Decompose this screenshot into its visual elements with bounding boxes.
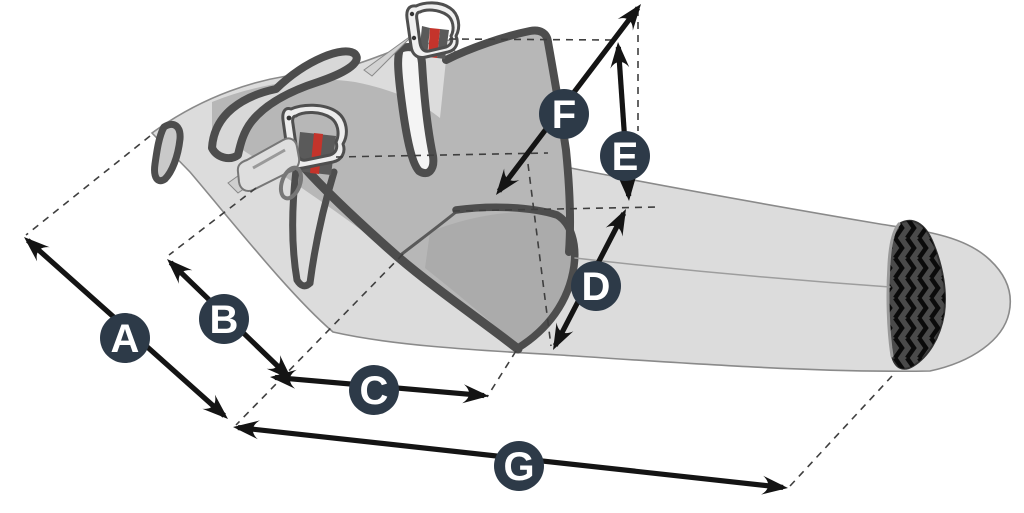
dimension-badge-F: F — [539, 89, 589, 139]
handle-loop — [208, 47, 361, 163]
badge-letter-E: E — [612, 135, 639, 179]
deck-tip-guide — [25, 135, 151, 236]
pod-seam-line — [574, 257, 891, 288]
seat-point-guide — [486, 350, 517, 398]
shoulder-wing-edge — [442, 26, 574, 256]
left-strap-slot — [151, 121, 184, 185]
seat-inner-shade — [425, 211, 575, 348]
foot-plate-highlight — [886, 222, 901, 358]
buckle-slot — [252, 148, 286, 170]
seat-corner-guide — [235, 253, 404, 426]
hem-level-guide — [452, 206, 661, 212]
leg-strap-vslot-right — [306, 168, 338, 287]
badge-letter-B: B — [210, 298, 239, 342]
tail-drop-guide — [789, 375, 893, 487]
upper-carabiner-pin — [411, 35, 417, 41]
upper-carabiner-hinge — [409, 11, 415, 17]
carabiner-mid-guide — [335, 152, 549, 158]
dimension-badge-G: G — [494, 441, 544, 491]
badge-letter-A: A — [111, 317, 140, 361]
buckle-wire-loop — [278, 165, 304, 201]
badge-letter-D: D — [582, 265, 611, 309]
dimension-badge-B: B — [199, 294, 249, 344]
seat-seam-line — [396, 210, 458, 259]
dimension-badge-E: E — [600, 131, 650, 181]
middle-strap-slot — [394, 43, 438, 178]
guide-lines — [25, 9, 893, 487]
badge-letter-G: G — [503, 445, 534, 489]
strap-anchor-guide — [168, 187, 257, 256]
badge-letter-F: F — [552, 93, 576, 137]
lower-carabiner-hinge — [286, 115, 292, 121]
rim-drop-guide — [527, 163, 552, 347]
dimension-badge-C: C — [349, 365, 399, 415]
dimension-badges: A B C D EF G — [100, 89, 650, 491]
riser-top-guide — [448, 38, 613, 41]
upper-carabiner — [405, 1, 461, 59]
badge-letter-C: C — [360, 369, 389, 413]
dimension-badge-A: A — [100, 313, 150, 363]
dimension-badge-D: D — [571, 261, 621, 311]
